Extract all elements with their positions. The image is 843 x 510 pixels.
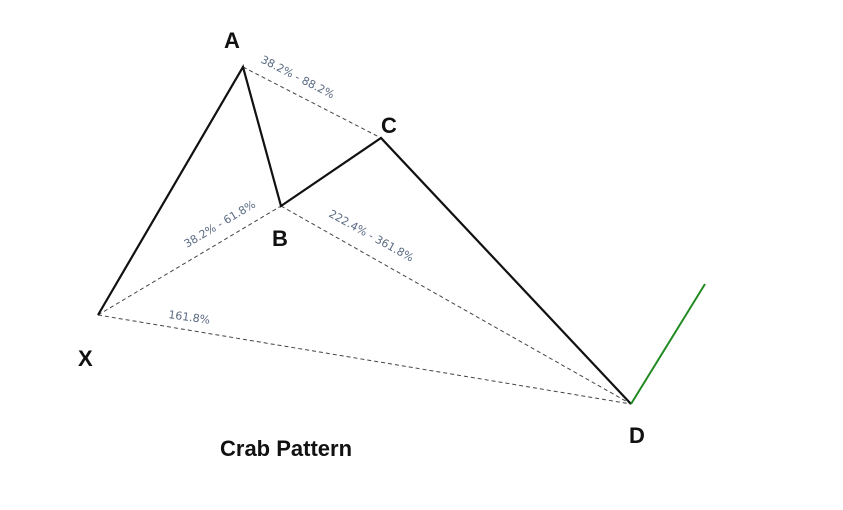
point-a-label: A	[224, 28, 240, 53]
xb-ratio-line	[97, 205, 282, 316]
xd-ratio-line	[97, 314, 632, 405]
point-d-label: D	[629, 423, 645, 448]
bd-ratio-label: 222.4% - 361.8%	[327, 207, 416, 264]
diagram-title: Crab Pattern	[220, 436, 352, 461]
bd-ratio-line	[280, 205, 632, 405]
point-c-label: C	[381, 113, 397, 138]
pattern-legs	[97, 64, 632, 405]
point-b-label: B	[272, 226, 288, 251]
projection-leg	[630, 283, 706, 405]
ac-ratio-line	[242, 66, 382, 139]
point-x-label: X	[78, 346, 93, 371]
xd-ratio-label: 161.8%	[168, 308, 211, 327]
ac-ratio-label: 38.2% - 88.2%	[259, 53, 337, 101]
